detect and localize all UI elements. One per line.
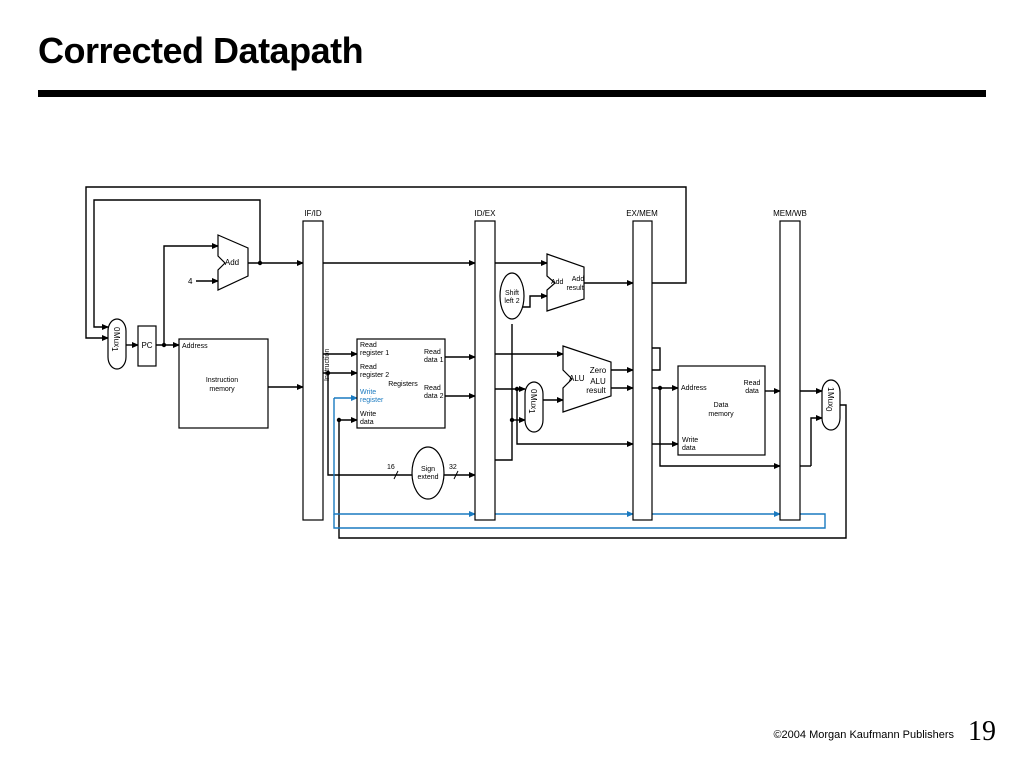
pc-mux: 0 Mux 1 <box>107 318 127 370</box>
svg-text:Mux: Mux <box>529 394 538 409</box>
svg-text:Read: Read <box>360 364 377 371</box>
imem-label-line2: memory <box>209 386 235 393</box>
svg-text:Read: Read <box>424 385 441 392</box>
registers-title: Registers <box>388 381 418 388</box>
svg-text:1: 1 <box>826 387 835 392</box>
svg-text:data 1: data 1 <box>424 357 444 364</box>
svg-text:ALU: ALU <box>590 377 606 386</box>
title-rule <box>38 90 986 97</box>
id-ex-label: ID/EX <box>475 209 497 218</box>
pipeline-register-ex-mem: EX/MEM <box>626 209 658 521</box>
write-register-path <box>333 395 826 529</box>
svg-text:1: 1 <box>527 409 536 414</box>
alu-src-mux: 0 Mux 1 <box>524 381 544 433</box>
imem-label-line1: Instruction <box>206 377 238 384</box>
sign-extend: Sign extend 16 32 <box>387 446 459 500</box>
pc-label: PC <box>141 341 152 350</box>
pipeline-register-if-id: IF/ID <box>302 209 324 521</box>
svg-text:Write: Write <box>682 437 698 444</box>
bits-in-label: 16 <box>387 464 395 471</box>
svg-text:Write: Write <box>360 411 376 418</box>
svg-text:data 2: data 2 <box>424 393 444 400</box>
svg-text:Shift: Shift <box>505 290 519 297</box>
alu-label: ALU <box>569 374 585 383</box>
wires <box>85 186 847 539</box>
svg-text:memory: memory <box>708 411 734 418</box>
svg-text:data: data <box>682 445 696 452</box>
pc-mux-in0: 0 <box>112 327 121 332</box>
alu-zero-label: Zero <box>590 366 607 375</box>
svg-text:data: data <box>360 419 374 426</box>
svg-text:0: 0 <box>824 407 833 412</box>
pipeline-register-mem-wb: MEM/WB <box>773 209 807 521</box>
svg-text:Add: Add <box>572 276 585 283</box>
svg-text:Address: Address <box>681 385 707 392</box>
svg-text:register 2: register 2 <box>360 372 389 379</box>
svg-text:result: result <box>586 386 606 395</box>
svg-text:Mux: Mux <box>826 392 835 407</box>
svg-text:result: result <box>566 285 583 292</box>
bits-out-label: 32 <box>449 464 457 471</box>
svg-text:left 2: left 2 <box>504 298 519 305</box>
copyright-footer: ©2004 Morgan Kaufmann Publishers <box>773 729 954 741</box>
shift-left-2: Shift left 2 <box>499 272 525 320</box>
instruction-memory: Address Instruction memory <box>178 338 269 429</box>
svg-text:register 1: register 1 <box>360 350 389 357</box>
pc-register: PC <box>137 325 157 367</box>
pc-mux-label: Mux <box>112 332 121 347</box>
register-file: Read register 1 Read register 2 Write re… <box>356 338 446 429</box>
svg-text:register: register <box>360 397 384 404</box>
pipeline-register-id-ex: ID/EX <box>474 209 497 521</box>
svg-text:Sign: Sign <box>421 466 435 473</box>
junction-dots <box>161 260 663 423</box>
svg-text:Add: Add <box>551 279 564 286</box>
svg-text:extend: extend <box>417 474 438 481</box>
svg-text:Read: Read <box>360 342 377 349</box>
svg-text:Write: Write <box>360 389 376 396</box>
data-memory: Address Data memory Read data Write data <box>677 365 766 456</box>
if-id-label: IF/ID <box>304 209 322 218</box>
branch-adder: Add Add result <box>546 253 585 312</box>
writeback-mux: 1 Mux 0 <box>821 379 841 431</box>
svg-text:data: data <box>745 388 759 395</box>
ex-mem-label: EX/MEM <box>626 209 658 218</box>
svg-text:Read: Read <box>744 380 761 387</box>
mem-wb-label: MEM/WB <box>773 209 807 218</box>
const-four: 4 <box>188 277 193 286</box>
svg-text:0: 0 <box>529 389 538 394</box>
pc-mux-in1: 1 <box>110 347 119 352</box>
pc-adder: Add 4 <box>188 234 249 291</box>
svg-text:Data: Data <box>714 402 729 409</box>
imem-address-label: Address <box>182 343 208 350</box>
page-number: 19 <box>968 716 996 747</box>
alu: ALU Zero ALU result <box>562 345 612 413</box>
slide-title: Corrected Datapath <box>38 30 364 71</box>
svg-text:Read: Read <box>424 349 441 356</box>
instruction-label: Instruction <box>324 349 331 381</box>
pc-adder-label: Add <box>225 258 239 267</box>
